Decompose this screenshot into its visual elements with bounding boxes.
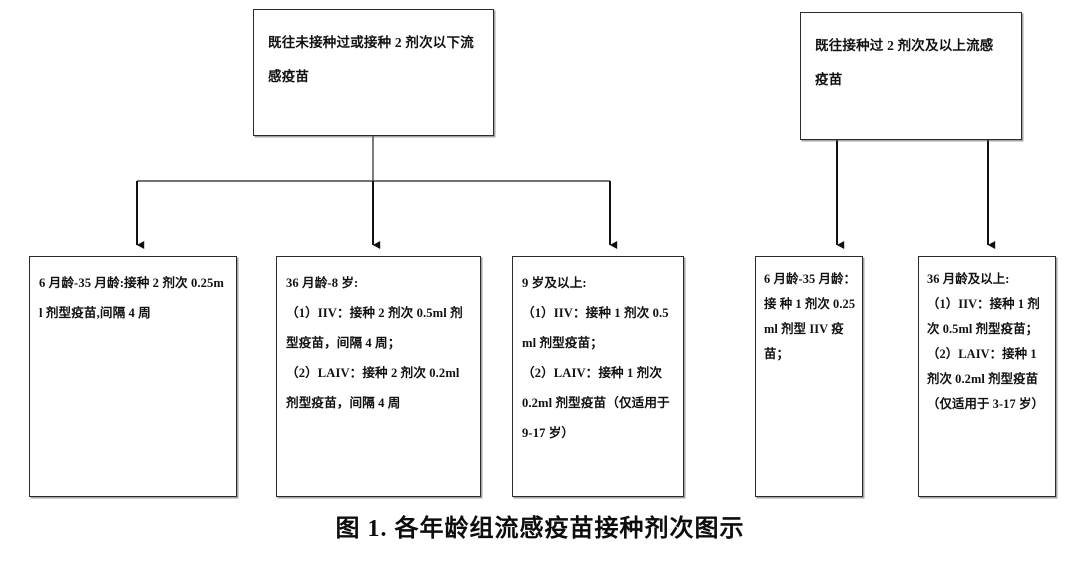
node-age-36-months-and-above: 36 月龄及以上: （1）IIV：接种 1 剂次 0.5ml 剂型疫苗； （2）…	[918, 256, 1056, 497]
node-previously-two-or-more-doses-label: 既往接种过 2 剂次及以上流感疫苗	[815, 38, 994, 87]
node-age-6-to-35-months-left-label: 6 月龄-35 月龄:接种 2 剂次 0.25ml 剂型疫苗,间隔 4 周	[39, 276, 224, 320]
node-age-36-months-to-8-years-label: 36 月龄-8 岁: （1）IIV：接种 2 剂次 0.5ml 剂型疫苗，间隔 …	[286, 276, 463, 410]
node-age-36-months-and-above-label: 36 月龄及以上: （1）IIV：接种 1 剂次 0.5ml 剂型疫苗； （2）…	[927, 272, 1044, 411]
connector-right-group	[836, 140, 996, 250]
node-age-9-years-and-above-label: 9 岁及以上: （1）IIV：接种 1 剂次 0.5ml 剂型疫苗； （2）LA…	[522, 276, 670, 440]
figure-caption: 图 1. 各年龄组流感疫苗接种剂次图示	[335, 516, 745, 542]
node-age-6-to-35-months-left: 6 月龄-35 月龄:接种 2 剂次 0.25ml 剂型疫苗,间隔 4 周	[29, 256, 237, 497]
node-previously-unvaccinated-or-under-two-doses: 既往未接种过或接种 2 剂次以下流感疫苗	[253, 9, 494, 136]
node-previously-unvaccinated-or-under-two-doses-label: 既往未接种过或接种 2 剂次以下流感疫苗	[268, 35, 474, 84]
node-age-6-to-35-months-right-label: 6 月龄-35 月龄：接 种 1 剂次 0.25ml 剂型 IIV 疫苗；	[764, 272, 856, 361]
node-age-9-years-and-above: 9 岁及以上: （1）IIV：接种 1 剂次 0.5ml 剂型疫苗； （2）LA…	[512, 256, 684, 497]
node-previously-two-or-more-doses: 既往接种过 2 剂次及以上流感疫苗	[800, 12, 1022, 140]
node-age-6-to-35-months-right: 6 月龄-35 月龄：接 种 1 剂次 0.25ml 剂型 IIV 疫苗；	[755, 256, 863, 497]
node-age-36-months-to-8-years: 36 月龄-8 岁: （1）IIV：接种 2 剂次 0.5ml 剂型疫苗，间隔 …	[276, 256, 481, 497]
connector-left-group	[136, 136, 618, 250]
